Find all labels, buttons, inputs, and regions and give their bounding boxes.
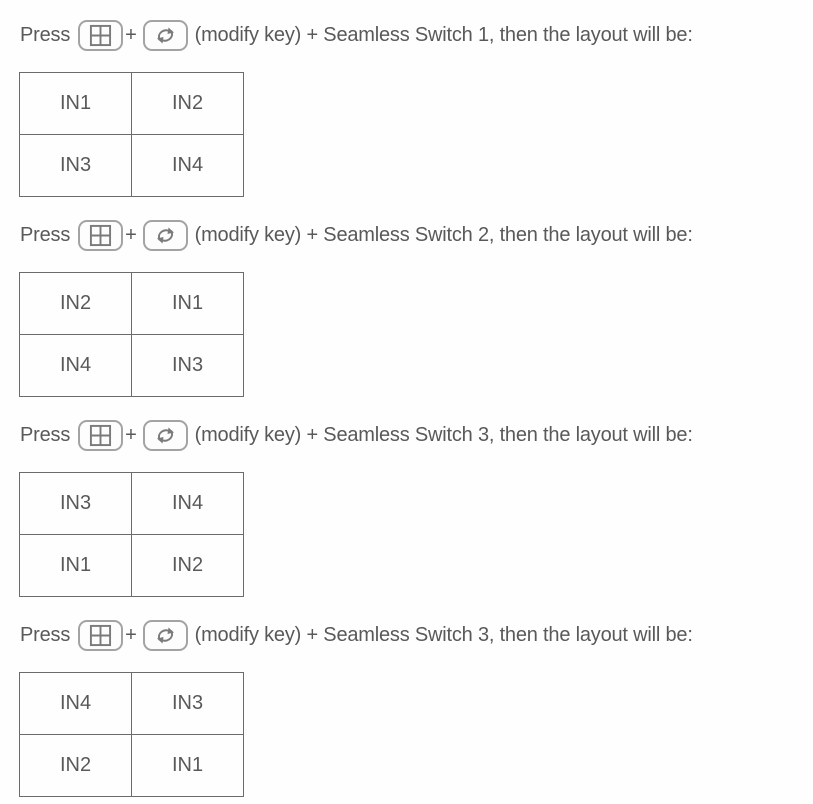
instruction-text: (modify key) + Seamless Switch 3, then t… xyxy=(194,624,693,646)
rotate-arrows-key-button xyxy=(142,220,188,251)
instruction-line: Press + (modify key) + Seamless Switch 3… xyxy=(20,619,813,652)
table-cell: IN3 xyxy=(19,472,132,535)
quad-layout-icon xyxy=(90,424,112,447)
plus-label: + xyxy=(125,24,137,46)
quad-layout-icon xyxy=(90,624,112,647)
rotate-arrows-icon xyxy=(156,227,174,244)
table-row: IN4 IN3 xyxy=(19,672,244,735)
instruction-text: (modify key) + Seamless Switch 2, then t… xyxy=(194,224,693,246)
table-row: IN1 IN2 xyxy=(19,72,244,135)
table-cell: IN2 xyxy=(19,734,132,797)
quad-layout-key-button xyxy=(78,20,124,51)
rotate-arrows-icon xyxy=(156,427,174,444)
press-label: Press xyxy=(20,224,71,246)
table-cell: IN3 xyxy=(19,134,132,197)
table-cell: IN4 xyxy=(131,472,244,535)
table-cell: IN4 xyxy=(19,672,132,735)
plus-label: + xyxy=(125,224,137,246)
table-row: IN1 IN2 xyxy=(19,534,244,597)
layout-table: IN4 IN3 IN2 IN1 xyxy=(19,672,244,797)
rotate-arrows-key-button xyxy=(142,420,188,451)
quad-layout-key-button xyxy=(78,220,124,251)
table-cell: IN1 xyxy=(19,534,132,597)
instruction-text: (modify key) + Seamless Switch 3, then t… xyxy=(194,424,693,446)
table-cell: IN2 xyxy=(19,272,132,335)
table-cell: IN4 xyxy=(131,134,244,197)
press-label: Press xyxy=(20,24,71,46)
table-row: IN2 IN1 xyxy=(19,734,244,797)
press-label: Press xyxy=(20,424,71,446)
plus-label: + xyxy=(125,424,137,446)
instruction-section: Press + (modify key) + Seamless Switch 2… xyxy=(0,219,813,397)
quad-layout-key-button xyxy=(78,420,124,451)
instruction-section: Press + (modify key) + Seamless Switch 1… xyxy=(0,19,813,197)
table-row: IN3 IN4 xyxy=(19,472,244,535)
rotate-arrows-key-button xyxy=(142,20,188,51)
layout-table: IN3 IN4 IN1 IN2 xyxy=(19,472,244,597)
quad-layout-icon xyxy=(90,224,112,247)
quad-layout-icon xyxy=(90,24,112,47)
table-row: IN2 IN1 xyxy=(19,272,244,335)
instruction-section: Press + (modify key) + Seamless Switch 3… xyxy=(0,619,813,797)
table-cell: IN3 xyxy=(131,334,244,397)
layout-table: IN1 IN2 IN3 IN4 xyxy=(19,72,244,197)
instruction-text: (modify key) + Seamless Switch 1, then t… xyxy=(194,24,693,46)
rotate-arrows-icon xyxy=(156,627,174,644)
press-label: Press xyxy=(20,624,71,646)
layout-table: IN2 IN1 IN4 IN3 xyxy=(19,272,244,397)
rotate-arrows-key-button xyxy=(142,620,188,651)
table-cell: IN1 xyxy=(131,272,244,335)
instruction-line: Press + (modify key) + Seamless Switch 1… xyxy=(20,19,813,52)
table-cell: IN1 xyxy=(131,734,244,797)
instruction-line: Press + (modify key) + Seamless Switch 3… xyxy=(20,419,813,452)
plus-label: + xyxy=(125,624,137,646)
table-row: IN3 IN4 xyxy=(19,134,244,197)
table-cell: IN2 xyxy=(131,534,244,597)
instruction-section: Press + (modify key) + Seamless Switch 3… xyxy=(0,419,813,597)
instruction-line: Press + (modify key) + Seamless Switch 2… xyxy=(20,219,813,252)
quad-layout-key-button xyxy=(78,620,124,651)
table-cell: IN2 xyxy=(131,72,244,135)
table-cell: IN1 xyxy=(19,72,132,135)
table-cell: IN4 xyxy=(19,334,132,397)
table-cell: IN3 xyxy=(131,672,244,735)
table-row: IN4 IN3 xyxy=(19,334,244,397)
rotate-arrows-icon xyxy=(156,27,174,44)
